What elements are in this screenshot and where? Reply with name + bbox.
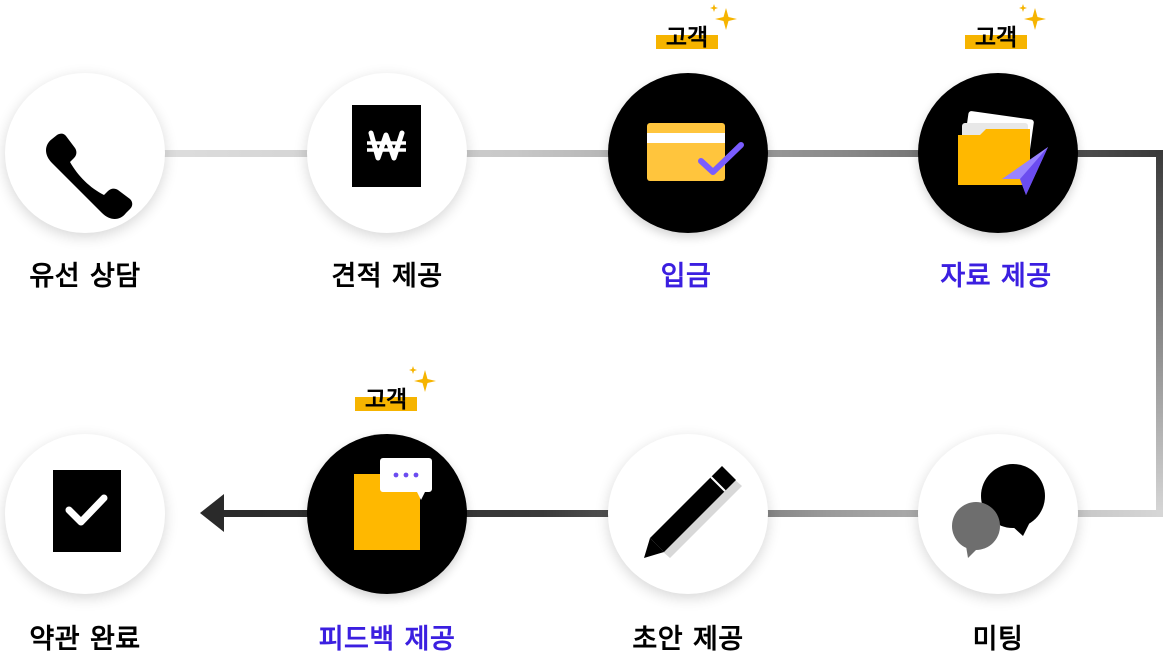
checkbox-icon <box>53 470 121 552</box>
step-label-2: 견적 제공 <box>331 261 443 292</box>
step-node-meeting <box>918 434 1078 594</box>
badge-highlight <box>965 35 1027 49</box>
step-node-deposit <box>608 73 768 233</box>
step-node-draft <box>608 434 768 594</box>
badge-text: 고객 <box>974 25 1018 51</box>
step-label-8: 약관 완료 <box>29 624 141 655</box>
badge-text: 고객 <box>364 387 408 413</box>
badge-highlight <box>656 35 718 49</box>
step-node-feedback <box>307 434 467 594</box>
won-sign-icon <box>352 105 421 187</box>
badge-text: 고객 <box>665 25 709 51</box>
sparkle-icon <box>710 4 737 30</box>
step-label-1: 유선 상담 <box>29 261 141 292</box>
arrow-head <box>200 494 224 532</box>
step-label-7: 피드백 제공 <box>318 624 456 655</box>
connector-right <box>1156 150 1163 517</box>
sparkle-icon <box>409 366 436 392</box>
step-node-quote <box>307 73 467 233</box>
step-node-materials <box>918 73 1078 233</box>
step-label-3: 입금 <box>660 261 712 292</box>
document-comment-icon <box>354 458 432 550</box>
pencil-icon <box>644 466 742 558</box>
badge-highlight <box>355 397 417 411</box>
credit-card-check-icon <box>647 123 744 181</box>
phone-icon <box>46 133 133 219</box>
step-label-6: 초안 제공 <box>632 624 744 655</box>
step-node-phone-consult <box>5 73 165 233</box>
sparkle-icon <box>1019 4 1046 30</box>
step-label-4: 자료 제공 <box>940 261 1052 292</box>
chat-bubbles-icon <box>952 464 1045 558</box>
folder-send-icon <box>958 111 1048 195</box>
step-label-5: 미팅 <box>972 624 1024 655</box>
step-node-complete <box>5 434 165 594</box>
